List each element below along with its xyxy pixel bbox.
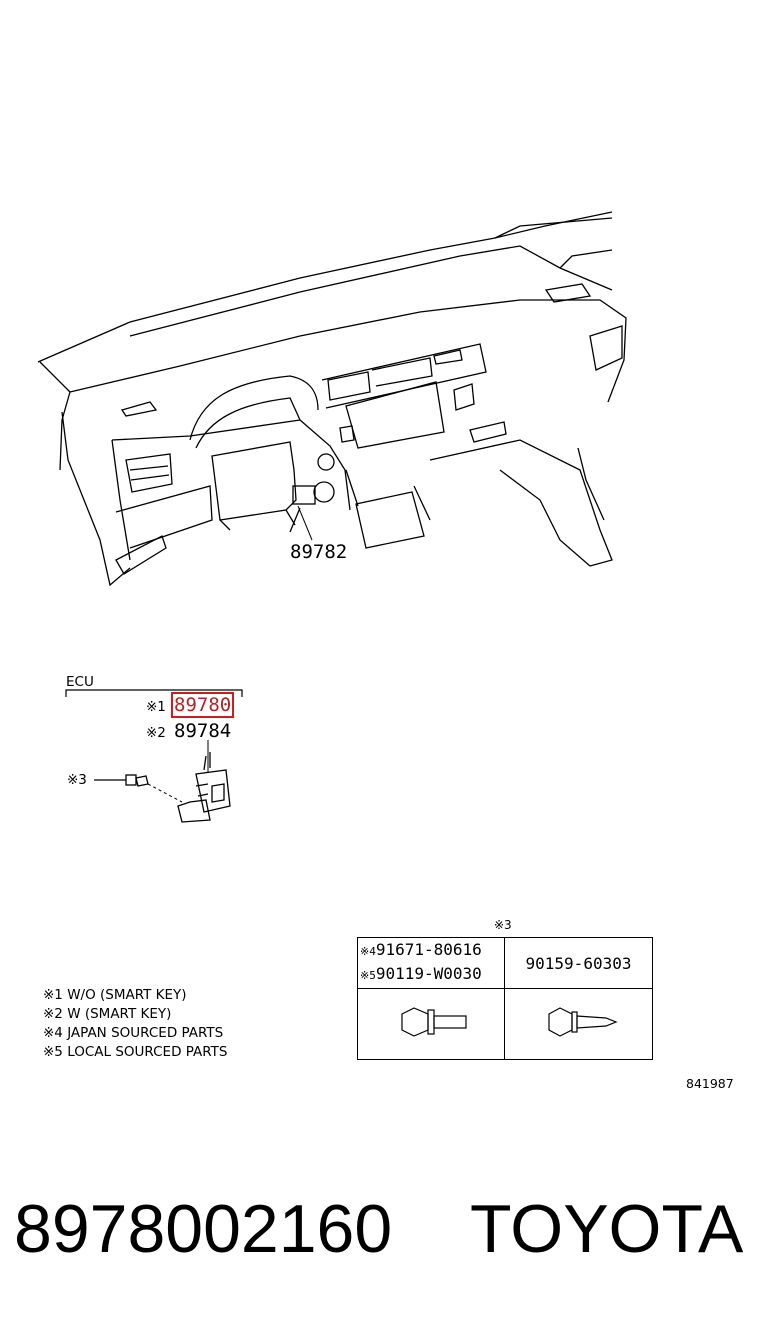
footnote-2: ※2 W (SMART KEY) — [43, 1006, 172, 1022]
bolt-mark: ※3 — [67, 772, 87, 788]
lower-pocket — [355, 491, 425, 549]
dash-top-back — [494, 217, 613, 239]
table-header-mark: ※3 — [494, 918, 512, 932]
bolt-table: ※491671-80616 ※590119-W0030 90159-60303 — [357, 937, 653, 1060]
dash-top-outline — [37, 211, 613, 363]
callout-89782[interactable]: 89782 — [290, 541, 348, 563]
center-vent — [453, 383, 475, 411]
footer-part-number: 8978002160 — [14, 1191, 393, 1267]
bolt-table-right-image — [504, 988, 653, 1060]
bolt-row-4[interactable]: ※491671-80616 — [360, 940, 482, 959]
footnotes: ※1 W/O (SMART KEY) ※2 W (SMART KEY) ※4 J… — [43, 986, 228, 1062]
callout-89784[interactable]: 89784 — [174, 720, 232, 742]
dash-top-edge — [129, 245, 613, 337]
footnote-3: ※4 JAPAN SOURCED PARTS — [43, 1025, 224, 1041]
footer-brand: TOYOTA — [470, 1191, 744, 1267]
ecu-item-1-mark: ※1 — [146, 699, 166, 715]
cluster-hood — [189, 375, 319, 441]
footnote-1: ※1 W/O (SMART KEY) — [43, 987, 187, 1003]
footnote-4: ※5 LOCAL SOURCED PARTS — [43, 1044, 228, 1060]
steering-column — [211, 441, 297, 521]
ecu-bracket — [65, 689, 243, 697]
ecu-module-drawing — [177, 752, 231, 823]
ecu-label: ECU — [66, 674, 94, 690]
left-vent — [125, 453, 173, 493]
bolt-row-5[interactable]: ※590119-W0030 — [360, 964, 482, 983]
ecu-item-2-mark: ※2 — [146, 725, 166, 741]
bolt-table-right-header[interactable]: 90159-60303 — [504, 937, 653, 989]
bolt-table-left-image — [357, 988, 505, 1060]
bolt-drawing — [125, 774, 149, 787]
callout-89780-highlighted[interactable]: 89780 — [171, 692, 235, 718]
bolt-table-left-header: ※491671-80616 ※590119-W0030 — [357, 937, 505, 989]
ecu-item-2: ※2 89784 — [146, 720, 231, 742]
right-vent — [589, 325, 623, 371]
ecu-item-1: ※1 89780 — [146, 692, 235, 718]
dash-left-side — [61, 411, 131, 587]
figure-code: 841987 — [686, 1076, 734, 1091]
